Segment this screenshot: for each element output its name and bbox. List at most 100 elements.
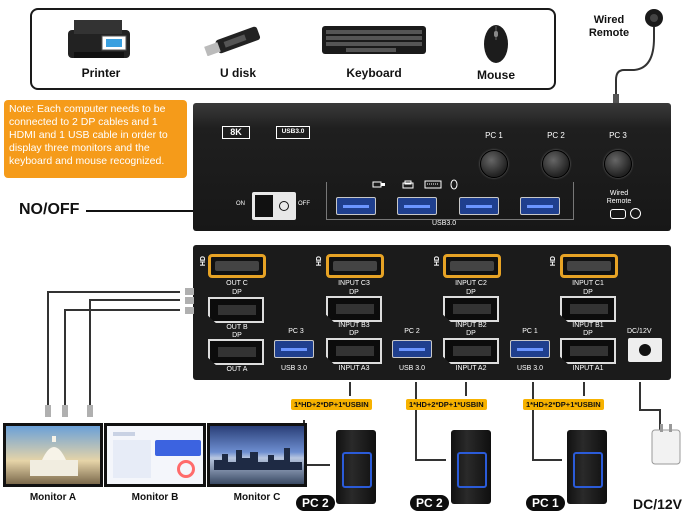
- input-b3-dp-label: DP: [349, 330, 359, 337]
- power-off-label: OFF: [298, 201, 310, 207]
- wired-remote-line1: Wired: [593, 14, 625, 26]
- cable-tag-pc2-left: 1*HD+2*DP+1*USBIN: [291, 399, 372, 410]
- input-b2-dp-label: DP: [466, 330, 476, 337]
- usb-drive-icon: [204, 26, 261, 56]
- front-usb-label: USB3.0: [432, 220, 457, 227]
- dashboard-panel: [113, 440, 151, 478]
- front-usb-port-4[interactable]: [520, 197, 560, 215]
- in1-hd-label: HD: [550, 256, 557, 267]
- in2-hd-label: HD: [434, 256, 441, 267]
- input-c2-dp-label: DP: [466, 289, 476, 296]
- dp-out-a[interactable]: [208, 339, 264, 365]
- dc-12v-bottom-label: DC/12V: [633, 496, 683, 512]
- pc-left-badge: PC 2: [296, 495, 335, 511]
- usb-input-pc2[interactable]: [392, 340, 432, 358]
- dp-input-a1[interactable]: [560, 338, 616, 364]
- remote-button-icon: [613, 9, 663, 104]
- dc-label: DC/12V: [627, 328, 652, 335]
- hdmi-out-c[interactable]: [208, 254, 266, 278]
- capitol-dome-icon: [30, 436, 78, 476]
- input-b3-label: INPUT B3: [338, 322, 370, 329]
- out-b-dp-label: DP: [232, 332, 242, 339]
- keyboard-label: Keyboard: [346, 66, 402, 80]
- badge-usb30: USB3.0: [276, 126, 310, 139]
- dp-input-a3[interactable]: [326, 338, 382, 364]
- input-c3-label: INPUT C3: [338, 280, 370, 287]
- hdmi-input-c3[interactable]: [326, 254, 384, 278]
- pc3-select-button[interactable]: [604, 150, 632, 178]
- monitor-b-label: Monitor B: [131, 492, 179, 503]
- pc2-usb-label: PC 2: [404, 328, 420, 335]
- input-a3-label: INPUT A3: [338, 365, 370, 372]
- remote-port-line2: Remote: [606, 198, 632, 205]
- dashboard-ring-icon: [177, 460, 195, 478]
- usb-input-pc1[interactable]: [510, 340, 550, 358]
- front-usb-port-2[interactable]: [397, 197, 437, 215]
- printer-icon: [68, 20, 130, 58]
- wired-remote-line2: Remote: [588, 27, 630, 39]
- pc-tower-left: [336, 430, 376, 504]
- power-pointer-line: [86, 210, 236, 212]
- keyboard-small-icon: [424, 180, 442, 189]
- pc1-usb-label: PC 1: [522, 328, 538, 335]
- front-usb-port-1[interactable]: [336, 197, 376, 215]
- usb-plug-icon: [372, 181, 385, 188]
- printer-small-icon: [402, 180, 414, 189]
- dc-power-jack[interactable]: [628, 338, 662, 362]
- dashboard-banner: [155, 440, 201, 456]
- dp-input-a2[interactable]: [443, 338, 499, 364]
- pc-middle-badge: PC 2: [410, 495, 449, 511]
- pc1-select-button[interactable]: [480, 150, 508, 178]
- remote-port[interactable]: [610, 209, 626, 219]
- monitor-a-label: Monitor A: [29, 492, 77, 503]
- power-switch[interactable]: [252, 192, 296, 220]
- dp-input-b2[interactable]: [443, 296, 499, 322]
- dp-input-b1[interactable]: [560, 296, 616, 322]
- front-usb-port-3[interactable]: [459, 197, 499, 215]
- city-skyline-icon: [214, 448, 302, 470]
- input-c2-label: INPUT C2: [455, 280, 487, 287]
- pc-right-badge: PC 1: [526, 495, 565, 511]
- mouse-small-icon: [450, 179, 458, 190]
- power-switch-rocker: [255, 195, 273, 217]
- monitor-c-label: Monitor C: [233, 492, 281, 503]
- input-a2-label: INPUT A2: [455, 365, 487, 372]
- monitor-b: [104, 423, 206, 487]
- input-b1-dp-label: DP: [583, 330, 593, 337]
- pc1-usb30-label: USB 3.0: [516, 365, 544, 372]
- dashboard-placeholder: [113, 432, 135, 436]
- wired-remote-label: Wired Remote: [586, 14, 632, 40]
- power-off-symbol: [279, 201, 289, 211]
- pc-tower-middle: [451, 430, 491, 504]
- power-adapter-icon: [651, 424, 681, 465]
- badge-8k: 8K: [222, 126, 250, 139]
- out-b-label: OUT B: [226, 324, 248, 331]
- pc2-button-label: PC 2: [547, 131, 565, 140]
- input-c1-label: INPUT C1: [572, 280, 604, 287]
- note-box: Note: Each computer needs to be connecte…: [4, 100, 187, 178]
- out-a-label: OUT A: [226, 366, 248, 373]
- pc2-select-button[interactable]: [542, 150, 570, 178]
- hdmi-input-c1[interactable]: [560, 254, 618, 278]
- mouse-label: Mouse: [476, 68, 515, 82]
- monitor-c: [207, 423, 307, 487]
- u-disk-label: U disk: [219, 66, 256, 80]
- dp-input-b3[interactable]: [326, 296, 382, 322]
- usb-group-bracket: [326, 182, 574, 220]
- pc3-button-label: PC 3: [609, 131, 627, 140]
- input-b2-label: INPUT B2: [455, 322, 487, 329]
- dp-out-b[interactable]: [208, 297, 264, 323]
- pc1-button-label: PC 1: [485, 131, 503, 140]
- dc-jack-hole: [639, 344, 651, 356]
- usb-input-pc3[interactable]: [274, 340, 314, 358]
- out-c-label: OUT C: [226, 280, 248, 287]
- hdmi-input-c2[interactable]: [443, 254, 501, 278]
- out-hd-label: HD: [200, 256, 207, 267]
- power-on-label: ON: [236, 201, 245, 207]
- mouse-icon: [484, 25, 508, 63]
- cable-tag-pc2-middle: 1*HD+2*DP+1*USBIN: [406, 399, 487, 410]
- input-c1-dp-label: DP: [583, 289, 593, 296]
- pc2-usb30-label: USB 3.0: [398, 365, 426, 372]
- input-c3-dp-label: DP: [349, 289, 359, 296]
- input-b1-label: INPUT B1: [572, 322, 604, 329]
